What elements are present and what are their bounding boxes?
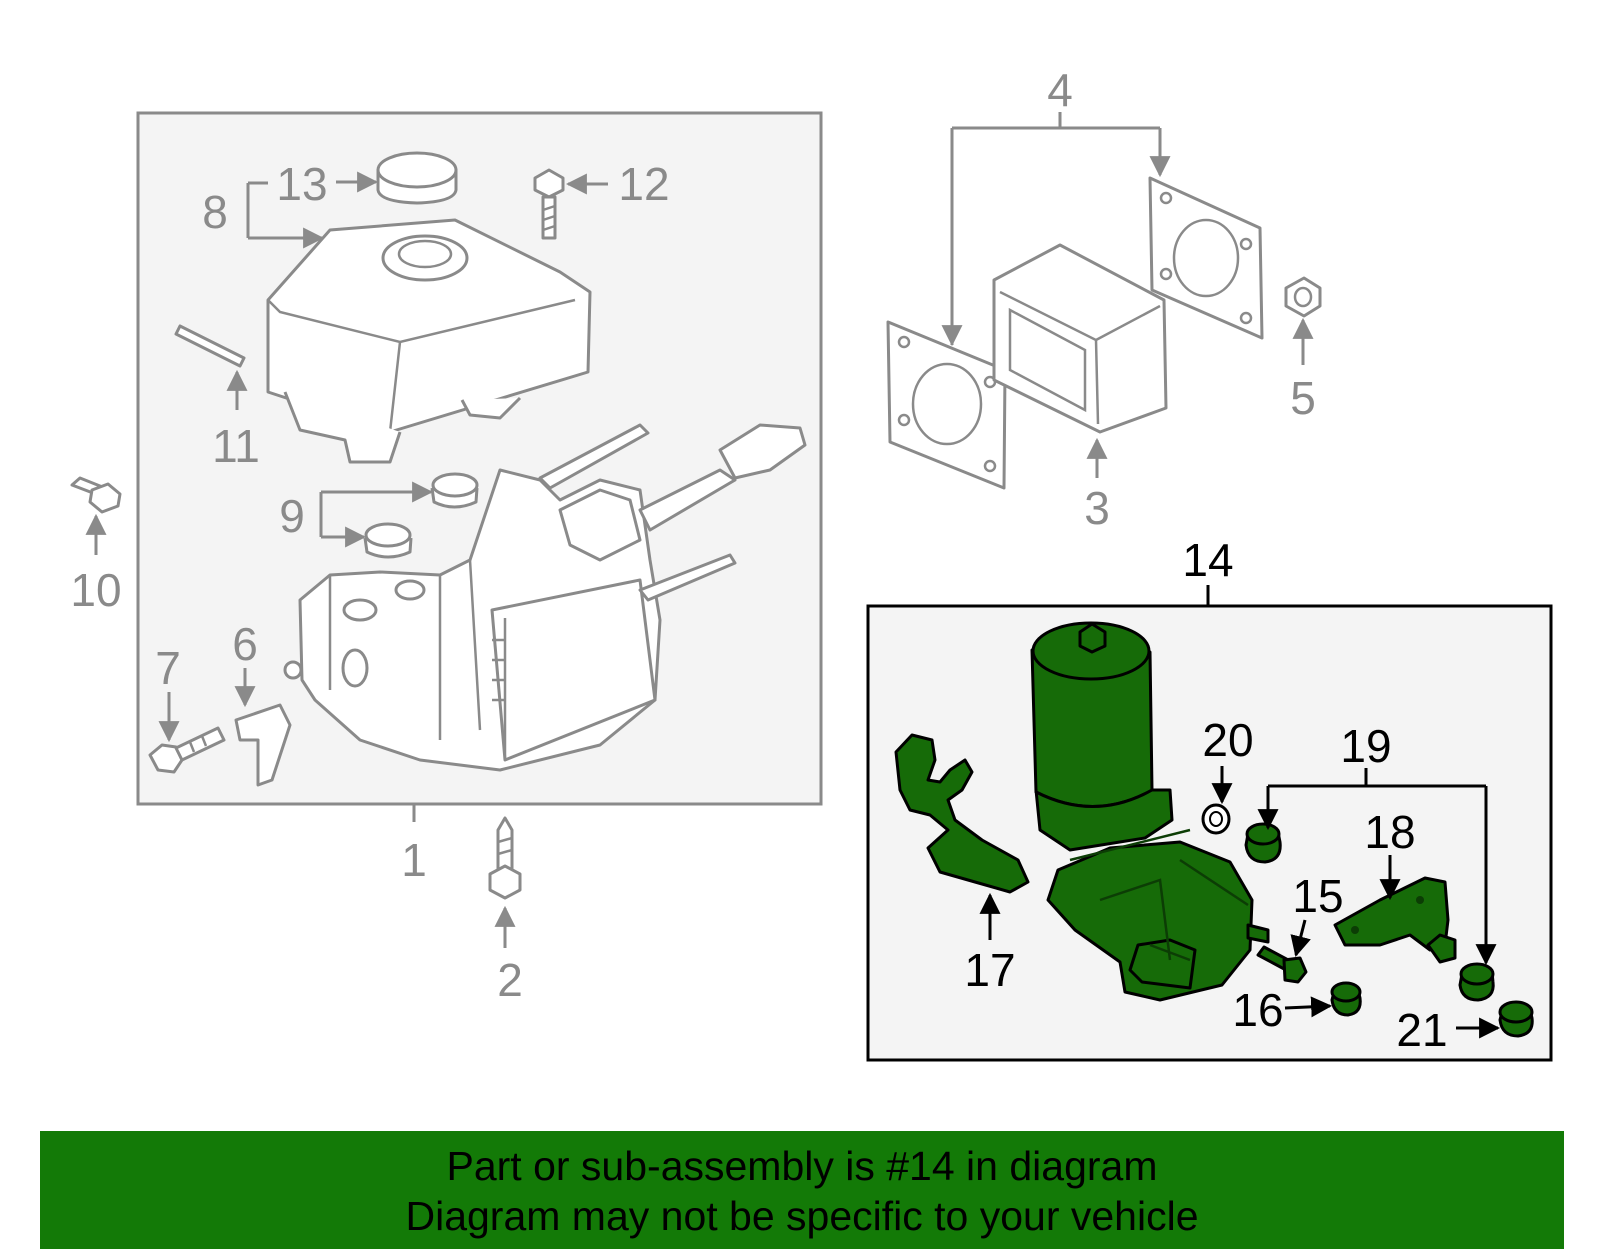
- grommet-9a-part: [430, 472, 479, 509]
- bolt-12-part: [533, 168, 565, 240]
- callout-20: 20: [1202, 714, 1253, 766]
- callout-3: 3: [1084, 482, 1110, 534]
- callout-14: 14: [1182, 534, 1233, 586]
- bushing-16-part: [1330, 981, 1362, 1017]
- callout-19: 19: [1340, 720, 1391, 772]
- bracket-18-part: [1333, 876, 1457, 964]
- bolt-10-part: [70, 476, 122, 514]
- bolt-2-part: [488, 816, 522, 900]
- info-banner: Part or sub-assembly is #14 in diagram D…: [40, 1131, 1564, 1249]
- gasket-4-left-part: [886, 320, 1007, 490]
- reservoir-cap-part: [376, 151, 458, 205]
- leader-15: [1290, 919, 1311, 958]
- grommet-9b-part: [363, 522, 413, 559]
- callout-6: 6: [232, 618, 258, 670]
- callout-2: 2: [497, 954, 523, 1006]
- banner-line-part-number: Part or sub-assembly is #14 in diagram: [446, 1143, 1158, 1189]
- callout-17: 17: [964, 944, 1015, 996]
- bracket-6-part: [234, 703, 292, 787]
- callout-18: 18: [1364, 806, 1415, 858]
- callout-8: 8: [202, 186, 228, 238]
- callout-11: 11: [212, 420, 260, 472]
- callout-5: 5: [1290, 372, 1316, 424]
- bolt-15-part: [1256, 945, 1308, 984]
- leader-19: [1266, 768, 1488, 962]
- washer-20-part: [1201, 803, 1231, 835]
- bracket-17-part: [894, 733, 1030, 894]
- callout-7: 7: [155, 642, 181, 694]
- callout-16: 16: [1232, 984, 1283, 1036]
- washer-20-hole: [1209, 811, 1223, 827]
- callout-10: 10: [70, 564, 121, 616]
- banner-line-disclaimer: Diagram may not be specific to your vehi…: [405, 1193, 1199, 1239]
- callout-1: 1: [401, 834, 427, 886]
- spacer-3-part: [992, 243, 1168, 434]
- actuator-body-part: [283, 423, 807, 772]
- callout-21: 21: [1396, 1004, 1447, 1056]
- leader-16: [1284, 996, 1333, 1018]
- callout-13: 13: [276, 158, 327, 210]
- pump-motor-assembly-part: [1030, 621, 1270, 1002]
- reservoir-part: [266, 218, 592, 464]
- pin-11-part: [174, 324, 246, 368]
- gasket-4-right-part: [1148, 176, 1264, 340]
- nut-5-part: [1284, 276, 1322, 318]
- callout-4: 4: [1047, 64, 1073, 116]
- bushing-21-part: [1498, 1000, 1534, 1038]
- callout-15: 15: [1292, 870, 1343, 922]
- bolt-7-part: [148, 726, 226, 774]
- bushing-19a-part: [1244, 822, 1282, 864]
- callout-12: 12: [618, 158, 669, 210]
- callout-9: 9: [279, 490, 305, 542]
- leader-4: [950, 112, 1162, 345]
- bushing-19b-part: [1458, 962, 1495, 1002]
